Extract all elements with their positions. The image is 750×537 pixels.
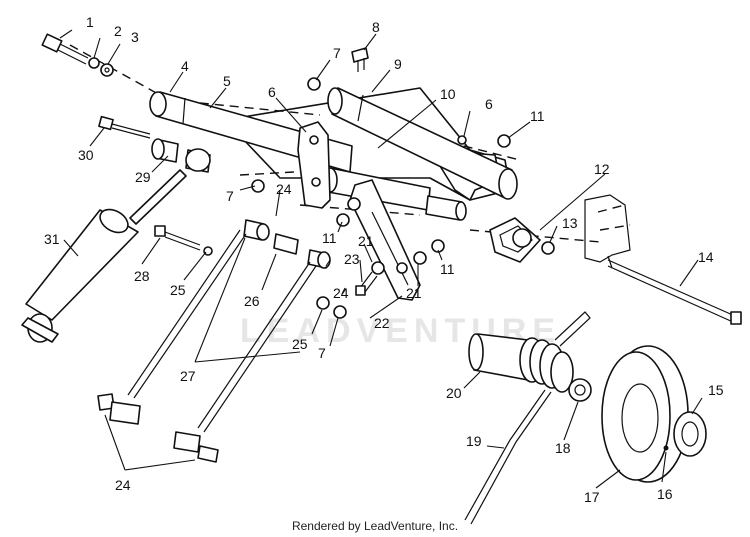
- bolt-28: [154, 225, 201, 251]
- callout-11-low: 11: [440, 261, 455, 277]
- callout-29: 29: [135, 169, 151, 185]
- callout-11-mid: 11: [322, 230, 337, 246]
- callout-22: 22: [374, 315, 390, 331]
- callout-18: 18: [555, 440, 571, 456]
- callout-12: 12: [594, 161, 610, 177]
- callout-5: 5: [223, 73, 231, 89]
- footer-credit: Rendered by LeadVenture, Inc.: [291, 519, 459, 533]
- callout-11-right: 11: [530, 108, 545, 124]
- callout-30: 30: [78, 147, 94, 163]
- bolt-8: [351, 47, 369, 72]
- callout-7-mid: 7: [226, 188, 234, 204]
- callout-19: 19: [466, 433, 482, 449]
- bracket-12: [489, 217, 555, 263]
- callout-20: 20: [446, 385, 462, 401]
- callout-7-top: 7: [333, 45, 341, 61]
- shock-absorber: [21, 169, 187, 343]
- callout-17: 17: [584, 489, 600, 505]
- callout-25-right: 25: [292, 336, 308, 352]
- callout-13: 13: [562, 215, 578, 231]
- callout-24-mid: 24: [333, 285, 349, 301]
- callout-3: 3: [131, 29, 139, 45]
- bracket-plate: [297, 121, 331, 209]
- callout-6-right: 6: [485, 96, 493, 112]
- callout-4: 4: [181, 58, 189, 74]
- callout-6-left: 6: [268, 84, 276, 100]
- bushings: [243, 219, 331, 269]
- pulley: [601, 345, 707, 483]
- callout-8: 8: [372, 19, 380, 35]
- callout-2: 2: [114, 23, 122, 39]
- callout-14: 14: [698, 249, 714, 265]
- spring: [464, 311, 592, 525]
- bolt-23: [355, 271, 378, 296]
- callout-28: 28: [134, 268, 150, 284]
- callout-24-bottom: 24: [115, 477, 131, 493]
- callout-21-left: 21: [358, 233, 374, 249]
- nuts: [203, 77, 511, 319]
- callout-1: 1: [86, 14, 94, 30]
- callout-9: 9: [394, 56, 402, 72]
- leader-lines: [59, 29, 703, 489]
- bolt-14: [607, 255, 742, 325]
- callout-24-top: 24: [276, 181, 292, 197]
- callout-7-low: 7: [318, 345, 326, 361]
- bushing-29: [151, 138, 211, 173]
- callout-21-right: 21: [406, 285, 422, 301]
- callout-26: 26: [244, 293, 260, 309]
- bolt-1: [41, 33, 114, 77]
- callouts: 1 2 3 4 5 6 6 7 7 7 7 8 9 10 11 11 11 12…: [44, 14, 724, 505]
- callout-23: 23: [344, 251, 360, 267]
- callout-31: 31: [44, 231, 60, 247]
- callout-27: 27: [180, 368, 196, 384]
- callout-16: 16: [657, 486, 673, 502]
- right-tube: [327, 87, 518, 200]
- bolt-30: [98, 115, 151, 139]
- rods-27: [97, 229, 317, 463]
- callout-10: 10: [440, 86, 456, 102]
- callout-15: 15: [708, 382, 724, 398]
- callout-25-left: 25: [170, 282, 186, 298]
